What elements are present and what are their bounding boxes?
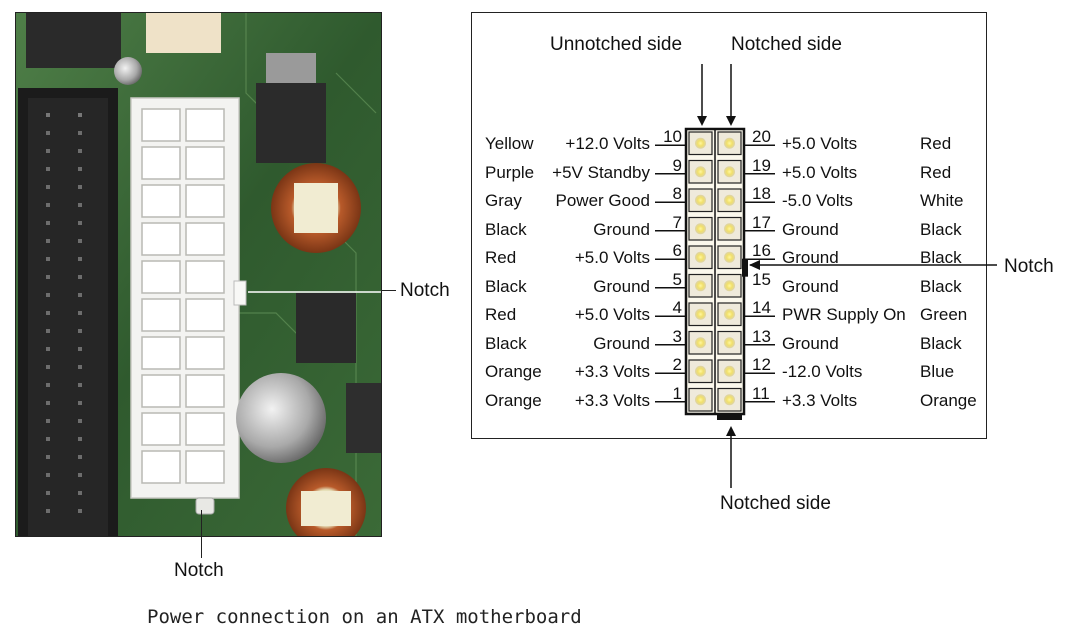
right-pin-number: 16 bbox=[752, 241, 771, 260]
pin-contact bbox=[695, 251, 706, 263]
left-pin-number: 2 bbox=[672, 355, 682, 374]
right-pin-wire-color: Blue bbox=[920, 362, 955, 381]
left-pin-signal: Ground bbox=[593, 333, 650, 353]
figure-caption: Power connection on an ATX motherboard bbox=[147, 606, 582, 628]
right-pin-wire-color: White bbox=[920, 191, 964, 210]
right-pin-number: 20 bbox=[752, 127, 771, 146]
right-pin-wire-color: Black bbox=[920, 248, 962, 267]
left-pin-number: 4 bbox=[672, 298, 682, 317]
left-pin-wire-color: Black bbox=[485, 219, 527, 239]
left-pin-signal: +12.0 Volts bbox=[565, 134, 650, 153]
right-pin-wire-color: Red bbox=[920, 162, 952, 182]
photo-side-notch-leader bbox=[382, 290, 396, 291]
right-pin-wire-color: Green bbox=[920, 305, 968, 324]
left-pin-wire-color: Orange bbox=[485, 390, 542, 410]
pinout-diagram-frame bbox=[471, 12, 987, 439]
right-pin-wire-color: Black bbox=[920, 333, 962, 353]
right-pin-signal: +3.3 Volts bbox=[782, 390, 858, 410]
right-pin-signal: +5.0 Volts bbox=[782, 134, 858, 153]
left-pin-wire-color: Gray bbox=[485, 191, 522, 210]
left-pin-wire-color: Red bbox=[485, 305, 517, 324]
left-pin-number: 1 bbox=[672, 383, 682, 403]
right-pin-number: 17 bbox=[752, 212, 771, 232]
right-pin-wire-color: Red bbox=[920, 134, 952, 153]
pin-contact bbox=[724, 280, 735, 292]
left-pin-number: 8 bbox=[672, 184, 682, 203]
right-pin-number: 19 bbox=[752, 155, 771, 175]
notched-side-top-label: Notched side bbox=[731, 34, 842, 55]
pin-contact bbox=[695, 166, 706, 178]
photo-side-notch-label: Notch bbox=[400, 280, 450, 301]
connector-bottom-notch bbox=[717, 414, 742, 420]
pin-contact bbox=[724, 194, 735, 206]
photo-bottom-notch-label: Notch bbox=[174, 560, 224, 581]
pin-contact bbox=[724, 166, 735, 178]
left-pin-number: 9 bbox=[672, 155, 682, 175]
right-pin-number: 15 bbox=[752, 269, 771, 289]
right-pin-signal: +5.0 Volts bbox=[782, 162, 858, 182]
left-pin-wire-color: Black bbox=[485, 276, 527, 296]
left-pin-number: 5 bbox=[672, 269, 682, 289]
right-pin-signal: Ground bbox=[782, 276, 839, 296]
motherboard-photo bbox=[15, 12, 382, 537]
left-pin-wire-color: Purple bbox=[485, 162, 535, 182]
pin-connector bbox=[655, 127, 775, 420]
pin-contact bbox=[695, 137, 706, 149]
left-pin-wire-color: Orange bbox=[485, 362, 542, 381]
left-pin-signal: Ground bbox=[593, 276, 650, 296]
right-pin-signal: PWR Supply On bbox=[782, 305, 906, 324]
left-pin-signal: Ground bbox=[593, 219, 650, 239]
left-pin-signal: +5V Standby bbox=[552, 162, 650, 182]
pin-contact bbox=[695, 223, 706, 235]
pin-contact bbox=[695, 337, 706, 349]
left-pin-number: 10 bbox=[663, 127, 682, 146]
right-pin-number: 14 bbox=[752, 298, 771, 317]
left-pin-wire-color: Yellow bbox=[485, 134, 534, 153]
left-pin-signal: +3.3 Volts bbox=[574, 390, 650, 410]
pin-contact bbox=[695, 308, 706, 320]
photo-bottom-notch-leader bbox=[201, 510, 202, 558]
pin-contact bbox=[695, 280, 706, 292]
left-pin-wire-color: Red bbox=[485, 248, 517, 267]
left-pin-number: 6 bbox=[672, 241, 682, 260]
left-pin-number: 3 bbox=[672, 326, 682, 346]
left-pin-signal: +5.0 Volts bbox=[574, 305, 650, 324]
left-pin-signal: +3.3 Volts bbox=[574, 362, 650, 381]
unnotched-side-label: Unnotched side bbox=[550, 34, 683, 55]
left-pin-wire-color: Black bbox=[485, 333, 527, 353]
pin-contact bbox=[724, 394, 735, 406]
notched-side-bottom-label: Notched side bbox=[720, 493, 831, 514]
pin-contact bbox=[724, 223, 735, 235]
pin-contact bbox=[695, 365, 706, 377]
pin-contact bbox=[695, 194, 706, 206]
right-pin-number: 18 bbox=[752, 184, 771, 203]
pin-contact bbox=[724, 308, 735, 320]
diagram-side-notch-label: Notch bbox=[1004, 256, 1054, 277]
right-pin-number: 12 bbox=[752, 355, 771, 374]
pin-contact bbox=[724, 137, 735, 149]
pin-contact bbox=[724, 365, 735, 377]
connector-side-notch bbox=[742, 258, 748, 277]
right-pin-signal: -5.0 Volts bbox=[782, 191, 853, 210]
right-pin-signal: Ground bbox=[782, 219, 839, 239]
right-pin-signal: Ground bbox=[782, 333, 839, 353]
pin-contact bbox=[724, 251, 735, 263]
right-pin-signal: Ground bbox=[782, 248, 839, 267]
right-pin-wire-color: Black bbox=[920, 276, 962, 296]
right-pin-number: 11 bbox=[752, 383, 770, 403]
right-pin-number: 13 bbox=[752, 326, 771, 346]
right-pin-signal: -12.0 Volts bbox=[782, 362, 863, 381]
motherboard-illustration bbox=[16, 13, 381, 536]
right-pin-wire-color: Black bbox=[920, 219, 962, 239]
left-pin-signal: Power Good bbox=[555, 191, 651, 210]
pin-contact bbox=[695, 394, 706, 406]
left-pin-signal: +5.0 Volts bbox=[574, 248, 650, 267]
pin-contact bbox=[724, 337, 735, 349]
left-pin-number: 7 bbox=[672, 212, 682, 232]
right-pin-wire-color: Orange bbox=[920, 390, 977, 410]
